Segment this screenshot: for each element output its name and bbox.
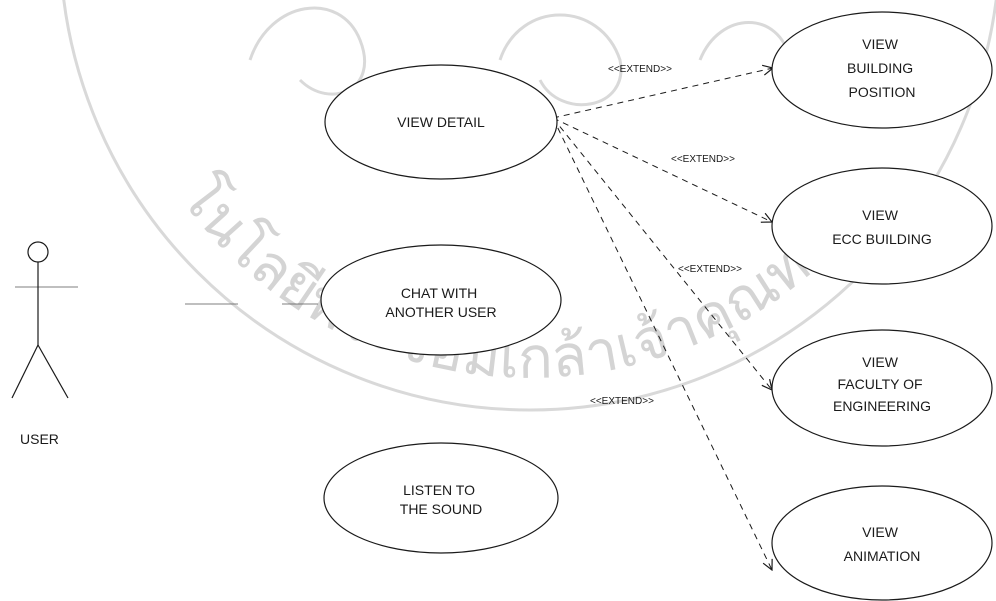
use-case-view-detail[interactable]: VIEW DETAIL (324, 64, 558, 180)
extend-label-faculty: <<EXTEND>> (678, 264, 742, 275)
use-case-view-ecc-building[interactable]: VIEW ECC BUILDING (771, 167, 993, 285)
actor-left-leg (11, 344, 39, 399)
use-case-ellipse (771, 11, 993, 129)
extend-label-animation: <<EXTEND>> (590, 396, 654, 407)
actor-right-leg (37, 344, 69, 399)
association-lines (15, 286, 318, 305)
use-case-ellipse (324, 64, 558, 180)
use-case-listen[interactable]: LISTEN TO THE SOUND (323, 442, 559, 554)
use-case-label: VIEW ANIMATION (844, 524, 921, 564)
use-case-label: VIEW BUILDING POSITION (847, 36, 917, 100)
extend-label-ecc-building: <<EXTEND>> (671, 154, 735, 165)
use-case-label: VIEW ECC BUILDING (832, 207, 932, 247)
extend-relations: <<EXTEND>> <<EXTEND>> <<EXTEND>> <<EXTEN… (553, 64, 773, 570)
actor-label: USER (20, 431, 59, 447)
use-case-label: VIEW DETAIL (397, 114, 485, 130)
use-case-chat[interactable]: CHAT WITH ANOTHER USER (320, 244, 562, 356)
actor-user[interactable]: USER (11, 241, 69, 447)
use-case-view-animation[interactable]: VIEW ANIMATION (771, 485, 993, 601)
use-case-ellipse (771, 485, 993, 601)
use-case-ellipse (320, 244, 562, 356)
use-case-label: LISTEN TO THE SOUND (400, 482, 482, 517)
use-case-ellipse (323, 442, 559, 554)
use-case-ellipse (771, 167, 993, 285)
extend-arrow-faculty (552, 117, 772, 390)
use-case-label: VIEW FACULTY OF ENGINEERING (833, 354, 931, 414)
watermark-ornament-left (248, 6, 367, 96)
use-case-view-faculty[interactable]: VIEW FACULTY OF ENGINEERING (771, 329, 993, 447)
actor-head (27, 241, 49, 263)
extend-label-building-position: <<EXTEND>> (608, 64, 672, 75)
use-case-ellipse (771, 329, 993, 447)
use-case-label: CHAT WITH ANOTHER USER (385, 285, 496, 320)
extend-arrow-animation (552, 117, 772, 570)
watermark-ring (62, 0, 996, 412)
extend-arrow-ecc-building (552, 117, 772, 222)
extend-arrow-building-position (553, 68, 773, 118)
use-case-view-building-position[interactable]: VIEW BUILDING POSITION (771, 11, 993, 129)
